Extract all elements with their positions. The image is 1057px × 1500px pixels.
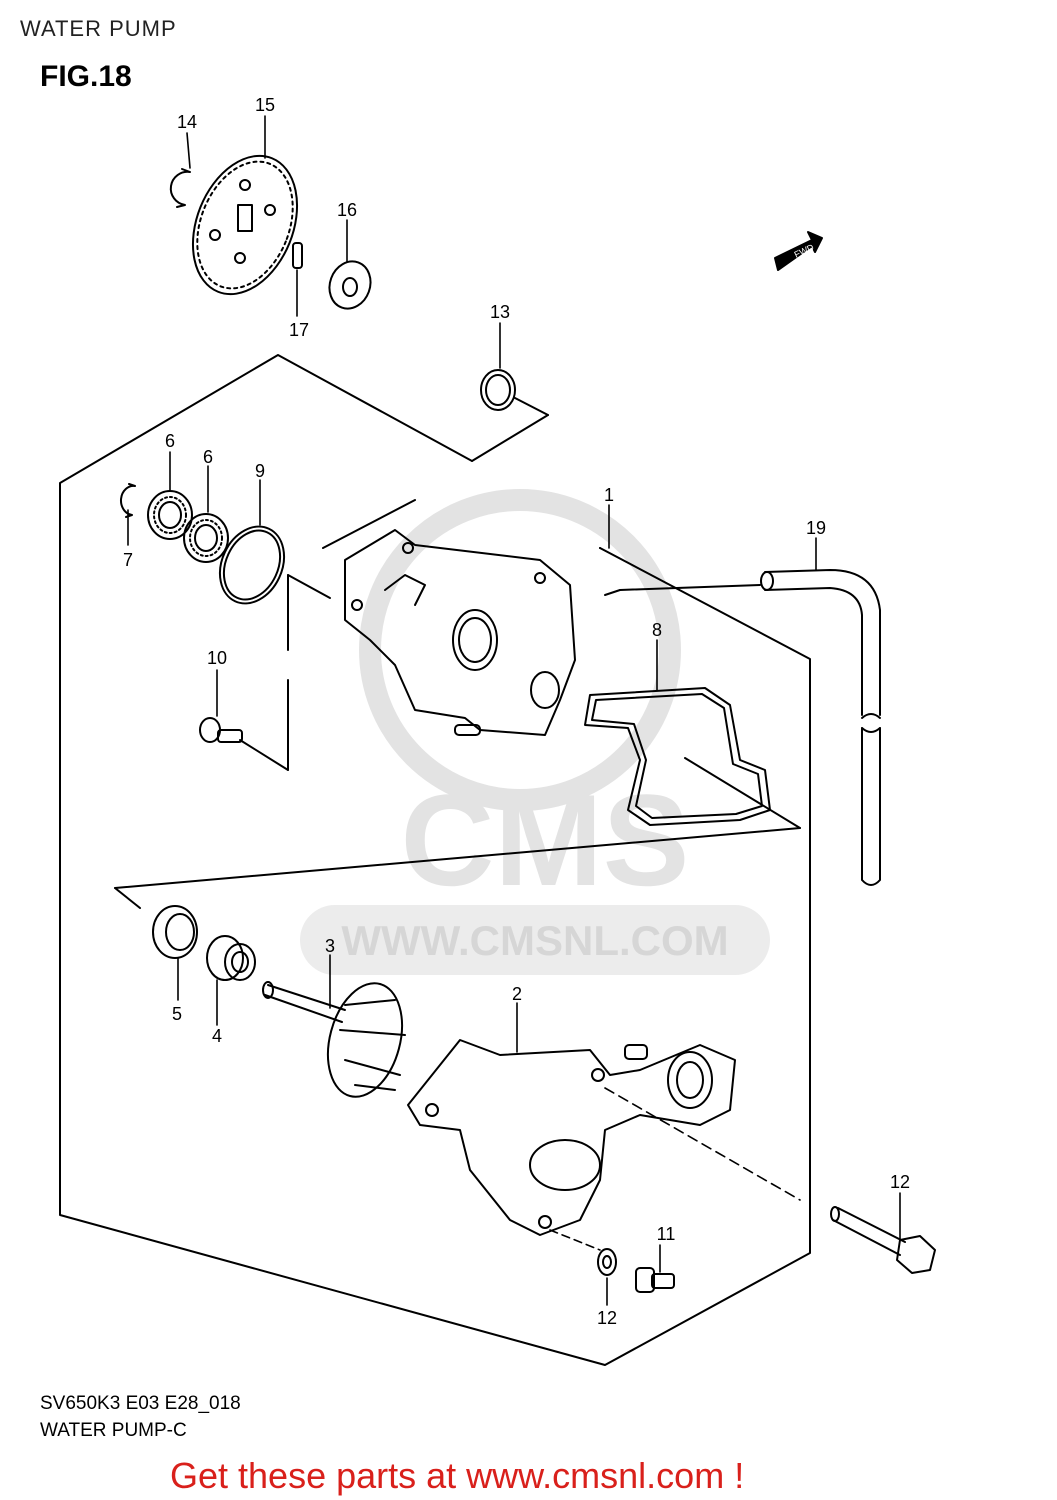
bearing-6a — [147, 490, 193, 540]
impeller-3 — [262, 981, 406, 1098]
hose-19 — [760, 569, 881, 886]
exploded-parts-diagram: CMS WWW.CMSNL.COM FWD — [59, 95, 936, 1366]
callout-3: 3 — [325, 936, 335, 956]
callout-12: 12 — [597, 1308, 617, 1328]
bearing-6b — [183, 513, 229, 563]
diagram-subtitle: WATER PUMP-C — [40, 1420, 187, 1441]
diagram-code: SV650K3 E03 E28_018 — [40, 1393, 241, 1414]
circlip-15 — [169, 168, 191, 208]
callout-16: 15 — [255, 95, 275, 115]
washer-12 — [597, 1248, 617, 1276]
callout-6a: 6 — [165, 431, 175, 451]
gasket-8 — [584, 687, 771, 826]
buy-parts-link[interactable]: Get these parts at www.cmsnl.com ! — [170, 1455, 745, 1496]
callout-11: 11 — [657, 1224, 676, 1244]
callout-2: 2 — [512, 984, 522, 1004]
callout-10: 10 — [207, 648, 227, 668]
callout-13: 12 — [890, 1172, 910, 1192]
bolt-11 — [635, 1267, 675, 1293]
pump-body-2 — [407, 1039, 736, 1236]
callout-18: 17 — [289, 320, 309, 340]
figure-number: FIG.18 — [40, 60, 132, 93]
o-ring-14 — [480, 369, 516, 411]
callout-9: 9 — [255, 461, 265, 481]
pump-drive-gear-16 — [191, 154, 299, 296]
callout-8: 8 — [652, 620, 662, 640]
cms-watermark: CMS WWW.CMSNL.COM — [300, 489, 770, 975]
callout-19: 19 — [806, 518, 826, 538]
callout-17: 16 — [337, 200, 357, 220]
washer-17 — [328, 260, 372, 310]
callout-6b: 6 — [203, 447, 213, 467]
callout-14: 13 — [490, 302, 510, 322]
forward-arrow-icon: FWD — [774, 231, 823, 271]
leader-lines — [127, 115, 901, 1306]
pin-18 — [292, 242, 303, 269]
watermark-url: WWW.CMSNL.COM — [341, 917, 728, 964]
callout-numbers: 14 15 16 17 13 6 6 9 7 1 19 8 10 3 5 4 2… — [123, 95, 910, 1328]
mechanical-seal-4 — [206, 935, 256, 981]
bolt-10 — [199, 717, 243, 743]
o-ring-9 — [218, 525, 286, 605]
callout-15: 14 — [177, 112, 197, 132]
pump-case-1 — [344, 529, 576, 736]
callout-7: 7 — [123, 550, 133, 570]
assembly-frame — [59, 354, 811, 1366]
watermark-brand: CMS — [401, 767, 690, 913]
callout-4: 4 — [212, 1026, 222, 1046]
page-title: WATER PUMP — [20, 16, 177, 41]
bolt-13 — [830, 1206, 936, 1274]
callout-1: 1 — [604, 485, 614, 505]
callout-5: 5 — [172, 1004, 182, 1024]
oil-seal-5 — [152, 905, 198, 959]
